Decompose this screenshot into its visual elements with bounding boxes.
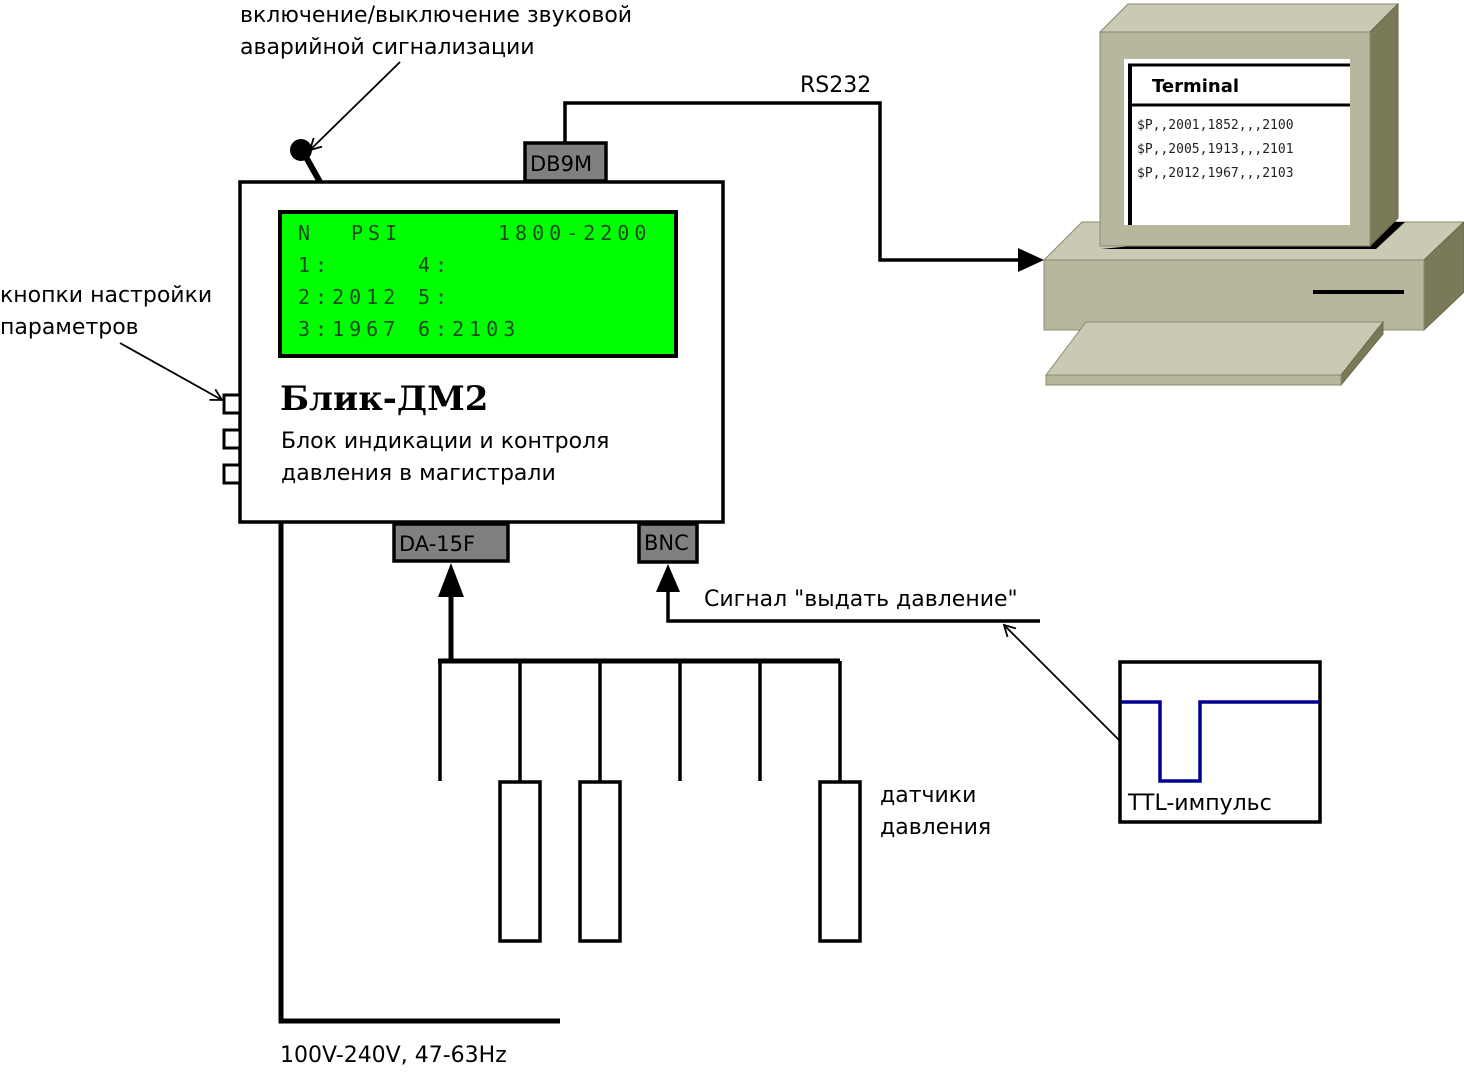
rs232-label: RS232	[800, 73, 871, 98]
keyboard	[1044, 321, 1385, 376]
pressure-sensor-3	[578, 780, 622, 943]
da15f-arrowhead	[438, 563, 464, 597]
settings-button-2[interactable]	[222, 428, 242, 450]
settings-button-1[interactable]	[222, 393, 242, 415]
ttl-pointer-arrow	[1002, 623, 1121, 742]
bnc-arrowhead	[656, 564, 680, 592]
signal-line	[666, 590, 1040, 623]
db9m-connector: DB9M	[523, 141, 608, 183]
lcd-ch6: 6:2103	[418, 317, 520, 341]
device-name: Блик-ДМ2	[280, 379, 488, 419]
rs232-arrowhead	[1018, 248, 1044, 272]
ttl-waveform	[1121, 700, 1319, 783]
ttl-pulse-box: TTL-импульс	[1118, 660, 1322, 824]
lcd-ch3: 3:1967	[298, 317, 400, 341]
svg-text:DB9M: DB9M	[530, 152, 592, 176]
alarm-toggle-switch[interactable]	[290, 139, 323, 184]
bnc-connector: BNC	[637, 522, 699, 564]
lcd-ch1: 1:	[298, 253, 332, 277]
alarm-label-line2: аварийной сигнализации	[240, 35, 535, 60]
settings-button-3[interactable]	[222, 463, 242, 485]
svg-text:DA-15F: DA-15F	[399, 532, 475, 556]
sensors-label-line2: давления	[880, 815, 991, 840]
computer: Terminal $P,,2001,1852,,,2100 $P,,2005,1…	[1042, 2, 1464, 387]
da15f-connector: DA-15F	[392, 522, 510, 563]
lcd-row1-unit: PSI	[351, 221, 402, 245]
ttl-label: TTL-импульс	[1127, 791, 1272, 816]
buttons-label-line1: кнопки настройки	[0, 283, 212, 308]
svg-text:BNC: BNC	[644, 531, 689, 555]
lcd-ch2: 2:2012	[298, 285, 400, 309]
lcd-row1-range: 1800-2200	[498, 221, 651, 245]
terminal-line-3: $P,,2012,1967,,,2103	[1137, 166, 1294, 181]
signal-label: Сигнал "выдать давление"	[704, 587, 1018, 612]
lcd-ch5: 5:	[418, 285, 452, 309]
terminal-line-2: $P,,2005,1913,,,2101	[1137, 142, 1294, 157]
lcd-display: N PSI 1800-2200 1: 4: 2:2012 5: 3:1967 6…	[278, 210, 678, 358]
rs232-cable	[563, 101, 1040, 262]
power-cable	[278, 522, 560, 1024]
device-desc-line1: Блок индикации и контроля	[281, 429, 609, 454]
lcd-ch4: 4:	[418, 253, 452, 277]
terminal-line-1: $P,,2001,1852,,,2100	[1137, 118, 1294, 133]
device-desc-line2: давления в магистрали	[281, 461, 556, 486]
monitor-screen	[1124, 59, 1350, 225]
alarm-label-line1: включение/выключение звуковой	[240, 3, 632, 28]
sensor-bus	[438, 563, 842, 781]
terminal-title: Terminal	[1152, 76, 1239, 97]
sensors-label-line1: датчики	[880, 783, 976, 808]
pressure-sensor-6	[818, 780, 862, 943]
lcd-row1-n: N	[298, 221, 315, 245]
power-label: 100V-240V, 47-63Hz	[280, 1043, 507, 1068]
buttons-pointer-arrow	[119, 342, 224, 401]
pressure-sensor-2	[498, 780, 542, 943]
alarm-pointer-arrow	[308, 61, 401, 152]
buttons-label-line2: параметров	[0, 315, 139, 340]
